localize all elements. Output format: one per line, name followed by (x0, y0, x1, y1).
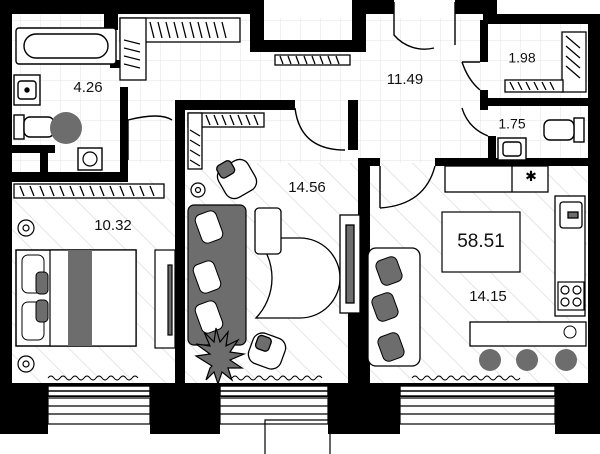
armchair-icon (216, 158, 258, 200)
washing-machine-icon (50, 112, 103, 171)
floor-lamp (190, 182, 206, 198)
toilet-icon (13, 114, 55, 140)
dining-table-icon (254, 207, 341, 319)
area-label-hallway: 11.49 (387, 71, 423, 88)
bedside-lamp (17, 219, 35, 373)
radiators (47, 375, 521, 381)
window-icon (47, 385, 556, 397)
stove-icon (557, 281, 585, 311)
door-swing-icon (127, 2, 489, 209)
toilet-icon (543, 117, 585, 143)
area-label-bathroom: 4.26 (73, 79, 102, 96)
plant-icon (194, 327, 247, 386)
area-label-bedroom: 10.32 (94, 217, 132, 234)
wardrobe-icon (13, 183, 165, 199)
sofa-icon (367, 247, 421, 367)
storage-shelf (504, 31, 587, 93)
kitchen-counter: ✱ (444, 165, 586, 317)
area-label-kitchen: 14.15 (469, 288, 507, 305)
sink-icon (497, 137, 527, 161)
sofa-icon (187, 204, 247, 346)
bed-icon (15, 249, 137, 347)
area-label-toilet: 1.75 (498, 116, 525, 132)
area-label-storage: 1.98 (508, 50, 535, 66)
bathtub-icon (15, 27, 117, 65)
bar-counter (469, 321, 587, 371)
total-area-box (441, 211, 521, 273)
area-label-living-room: 14.56 (288, 179, 326, 196)
total-area-label: 58.51 (457, 231, 505, 252)
sink-icon (13, 74, 41, 106)
balcony-icon (264, 419, 331, 454)
wardrobe-icon (119, 17, 351, 81)
wardrobe-icon (187, 112, 265, 170)
tv-icon (339, 214, 361, 314)
tv-icon (154, 249, 176, 349)
svg-text:✱: ✱ (525, 168, 537, 184)
armchair-icon (247, 332, 287, 370)
